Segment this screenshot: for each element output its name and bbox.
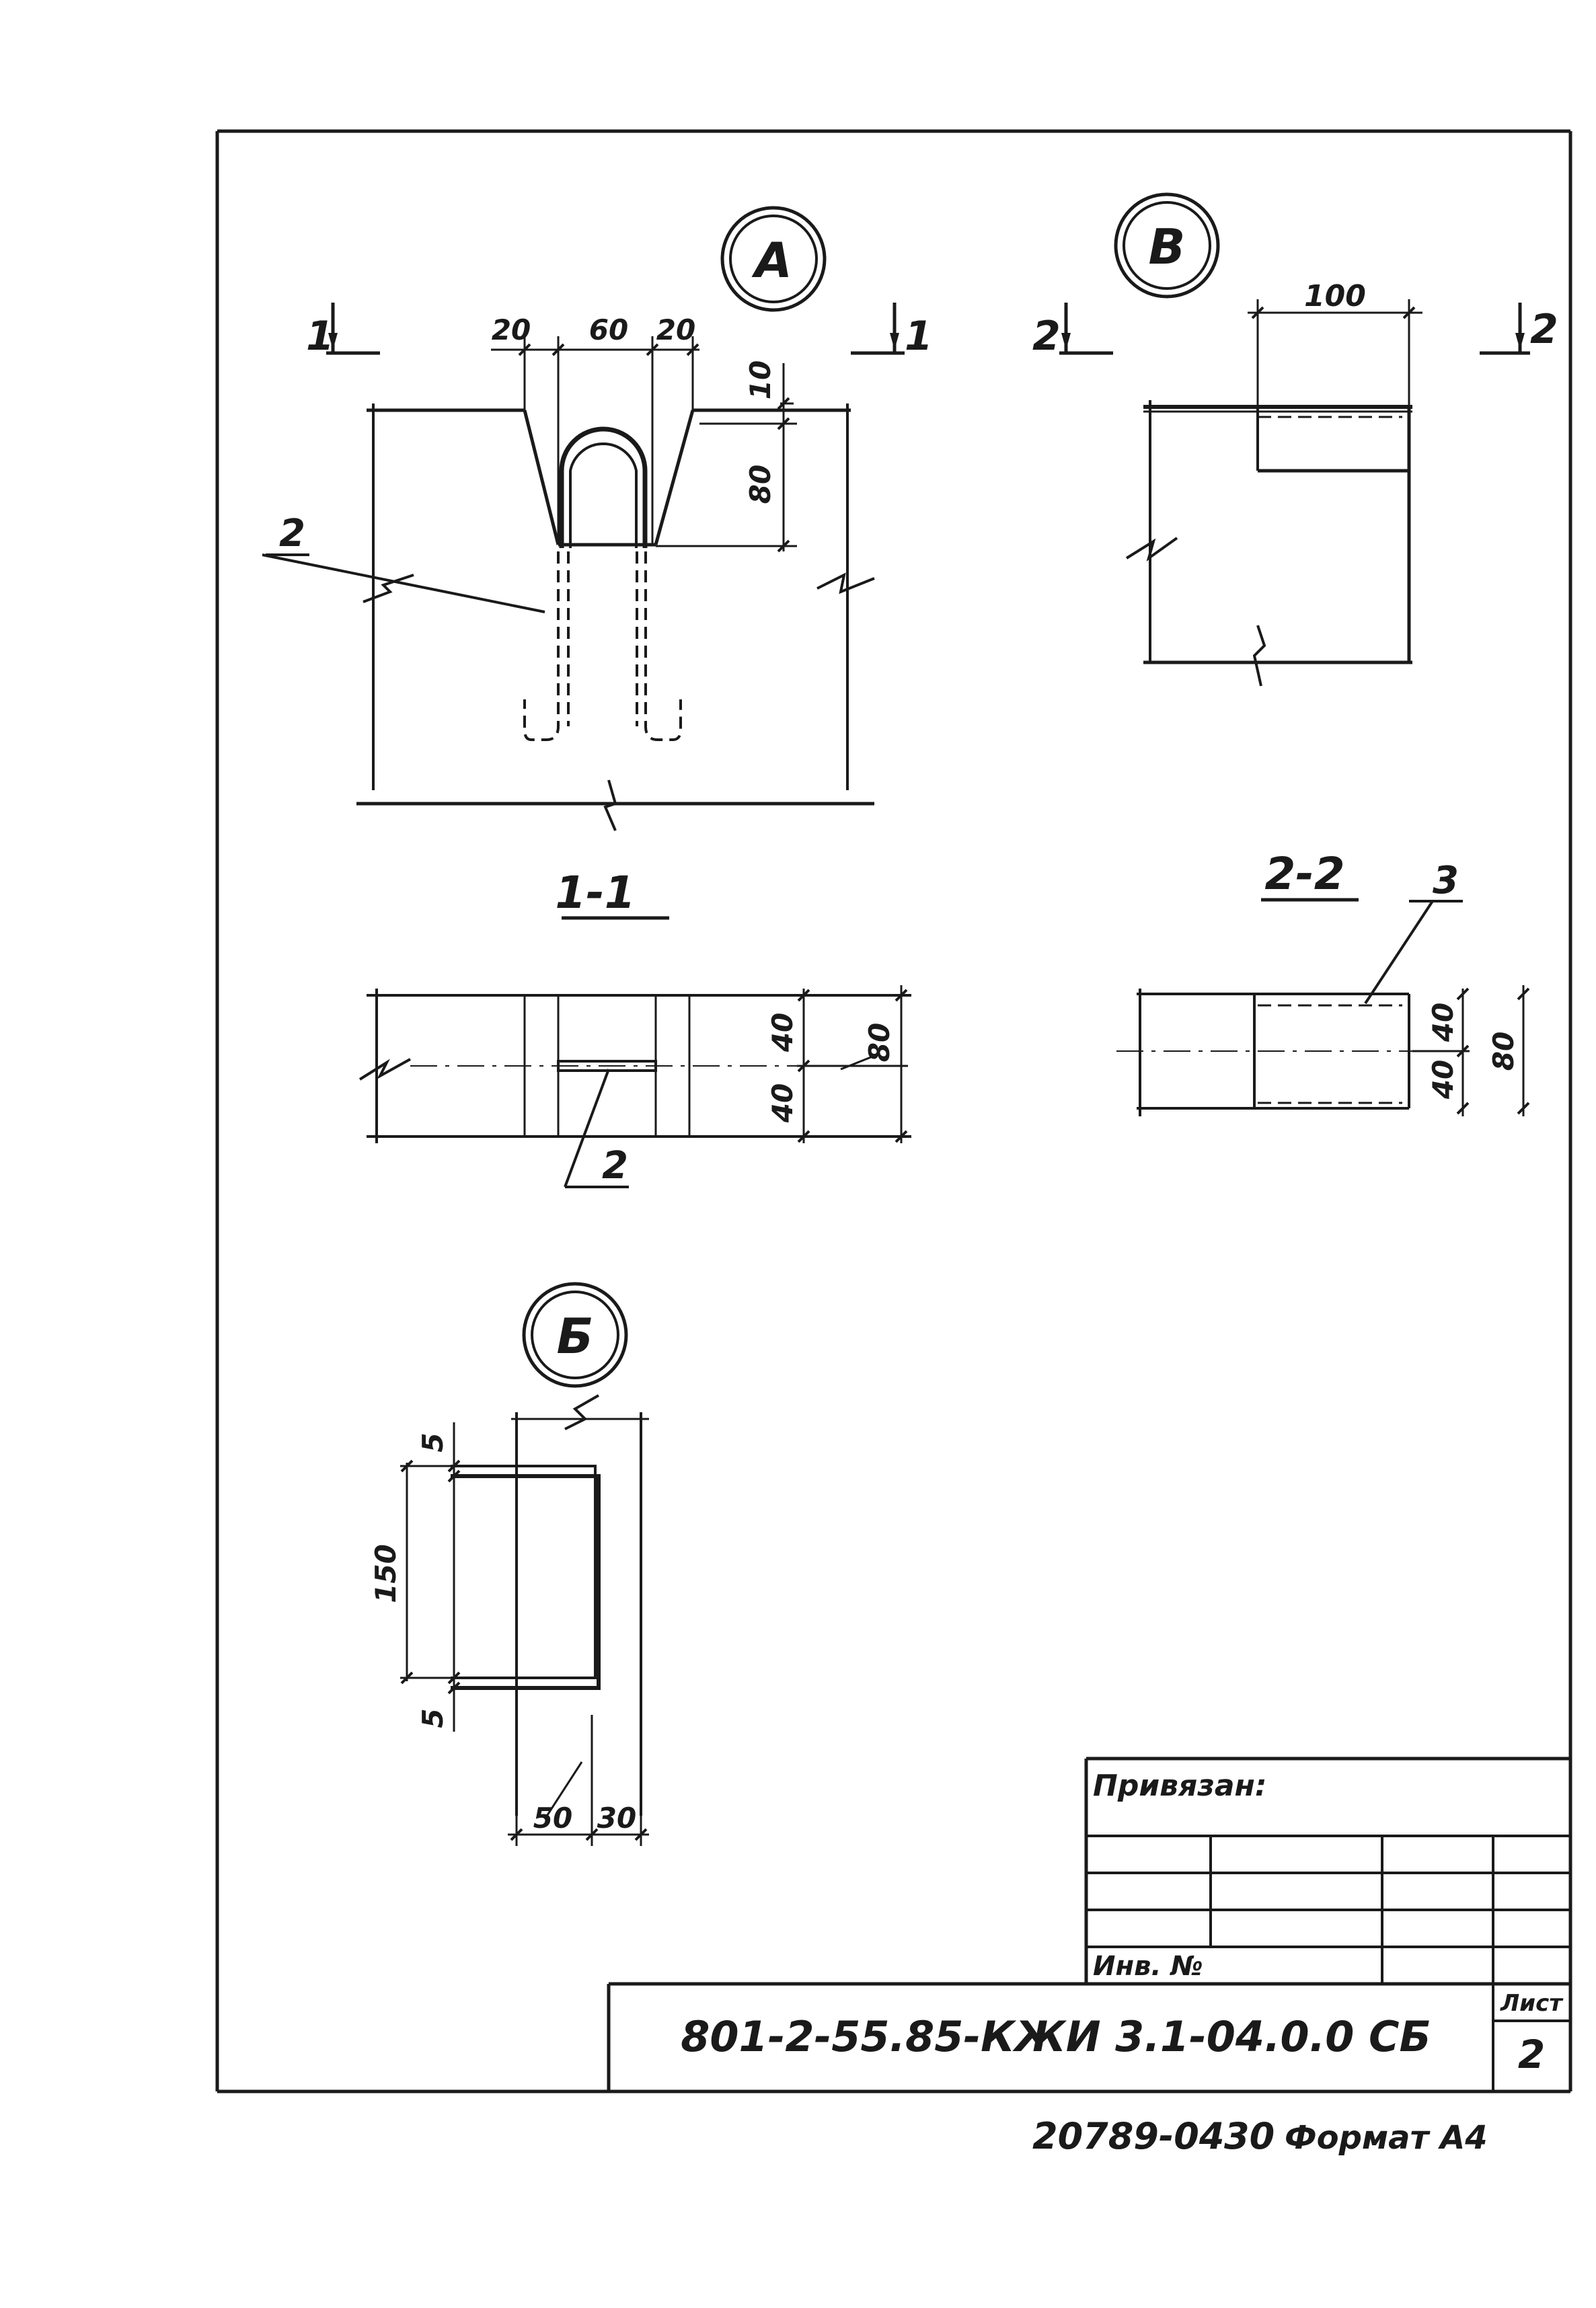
dim-a-w2: 60 [589,313,628,346]
dim-s22-h2: 40 [1427,1060,1459,1100]
detail-v-width-dim [1248,299,1422,407]
section-2-2-leader-3: 3 [1433,859,1459,902]
section-2-2-outline [1116,989,1412,1116]
title-block-privyazan: Привязан: [1093,1769,1267,1803]
detail-a-outline [356,403,875,831]
detail-v-outline [1125,400,1412,687]
detail-b-vertical-dims [400,1422,461,1732]
detail-a-height-dims [656,363,797,553]
sheet-frame [215,129,1572,2093]
detail-v: В 2 2 [1032,192,1558,687]
detail-b-horizontal-dims [508,1761,649,1846]
section-1-1-leader-2: 2 [602,1144,628,1188]
dim-b-w1: 50 [533,1802,572,1835]
section-1-1: 1-1 2 40 40 8 [358,867,911,1188]
section-2-2-dims [1412,985,1530,1116]
detail-a-leader-2: 2 [279,512,305,555]
sheet-number: 2 [1518,2032,1545,2077]
section-2-2: 2-2 3 40 40 80 [1116,848,1530,1116]
section-2-2-title: 2-2 [1264,848,1344,900]
cut-2-left-label: 2 [1032,313,1061,360]
dim-a-h2: 80 [744,465,777,504]
detail-b: Б 5 150 5 [369,1282,649,1846]
section-1-1-dims [797,985,908,1143]
cut-2-right-marker [1480,303,1530,355]
drawing-code: 801-2-55.85-КЖИ 3.1-04.0.0 СБ [681,2012,1431,2061]
dim-a-h1: 10 [744,360,777,399]
dim-b-top: 5 [416,1432,449,1452]
detail-b-tag: Б [557,1308,594,1364]
detail-a: А 1 1 [262,206,933,831]
section-1-1-title: 1-1 [555,867,635,919]
dim-s11-h1: 40 [766,1013,799,1052]
cut-1-right-marker [851,303,905,355]
cut-2-left-marker [1059,303,1113,355]
footer-order: 20789-04 [1032,2115,1224,2157]
sheet-label: Лист [1500,1990,1564,2017]
dim-b-mid: 150 [369,1544,402,1603]
dim-s22-total: 80 [1487,1032,1520,1071]
detail-a-loop [523,426,682,741]
detail-a-width-dims [491,336,699,545]
footer-num: 30 [1224,2115,1275,2157]
footer-format: Формат А4 [1285,2119,1488,2157]
cut-1-left-marker [326,303,380,355]
dim-s11-h2: 40 [766,1083,799,1123]
title-block-inv: Инв. № [1093,1951,1203,1982]
dim-a-w1: 20 [492,313,531,346]
dim-s22-h1: 40 [1427,1003,1459,1042]
cut-1-right-label: 1 [905,313,933,360]
dim-s11-total: 80 [863,1023,896,1062]
detail-a-tag: А [751,232,792,288]
detail-v-tag: В [1149,219,1186,275]
dim-a-w3: 20 [656,313,695,346]
dim-b-bot: 5 [416,1708,449,1728]
detail-b-outline [451,1394,649,1816]
cut-2-right-label: 2 [1530,306,1558,353]
dim-b-w2: 30 [597,1802,636,1835]
title-block [607,1757,1570,2091]
cut-1-left-label: 1 [306,313,334,360]
section-1-1-outline [358,989,911,1143]
dim-v-w: 100 [1304,279,1366,313]
